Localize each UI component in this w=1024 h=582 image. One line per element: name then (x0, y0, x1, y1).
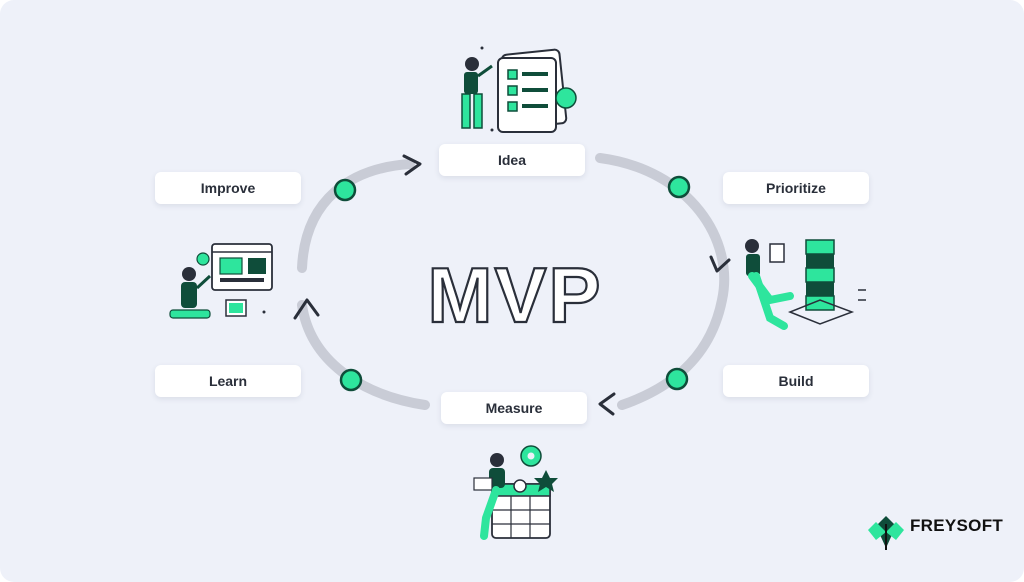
improve-illustration (169, 243, 273, 319)
step-label-learn-text: Learn (208, 373, 248, 389)
arrow-to-prioritize (709, 255, 731, 273)
arc-measure-to-learn (297, 300, 430, 410)
measure-illustration (473, 445, 558, 540)
arrow-to-improve (293, 298, 320, 320)
step-label-improve: Improve (155, 172, 301, 204)
brand-name: FREYSOFT (910, 516, 1004, 535)
arrow-to-measure (598, 392, 616, 416)
brand: FREYSOFT (872, 516, 1003, 536)
step-label-idea-text: Idea (497, 152, 526, 168)
arc-improve-to-idea (297, 159, 415, 273)
step-label-measure-text: Measure (485, 400, 543, 416)
node-build-measure (665, 367, 689, 391)
step-label-improve-text: Improve (200, 180, 256, 196)
step-label-learn: Learn (155, 365, 301, 397)
step-label-prioritize-text: Prioritize (766, 180, 826, 196)
idea-illustration (461, 46, 577, 133)
step-label-build-text: Build (778, 373, 814, 389)
step-label-prioritize: Prioritize (723, 172, 869, 204)
prioritize-illustration (745, 239, 866, 330)
svg-text:MVP: MVP (427, 252, 602, 339)
center-title: MVP (426, 252, 602, 340)
step-label-build: Build (723, 365, 869, 397)
arrow-to-idea (402, 154, 422, 176)
node-learn-measure (339, 368, 363, 392)
step-label-measure: Measure (441, 392, 587, 424)
freysoft-logo-icon (868, 516, 904, 550)
node-improve-idea (333, 178, 357, 202)
node-idea-prioritize (667, 175, 691, 199)
step-label-idea: Idea (439, 144, 585, 176)
